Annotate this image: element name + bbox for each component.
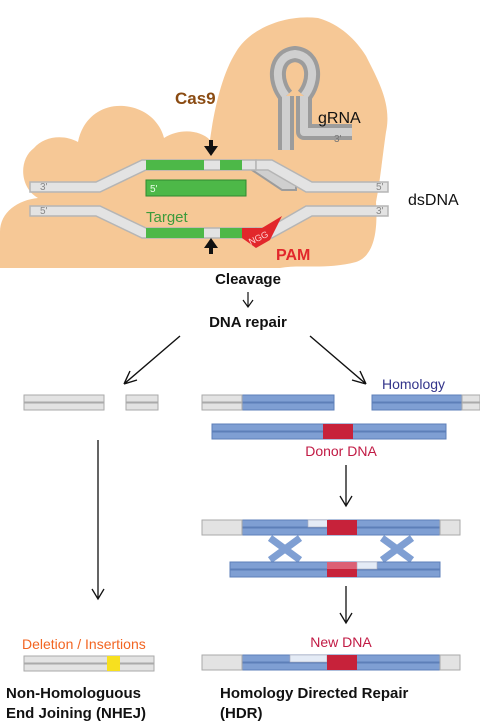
donor-insert [323,424,353,439]
prime-guide: 5' [150,184,158,195]
cut-arrow-top [204,140,218,156]
target-top-right [220,160,242,170]
hdr-target-right-top [371,394,480,403]
invasion-top-insert [327,520,357,535]
target-bottom-right [220,228,242,238]
cas9-label: Cas9 [175,89,216,108]
dna-top-strand-right [255,159,389,193]
nhej-indel [107,656,120,671]
nhej-broken-left-top [23,394,105,403]
pam-label: PAM [276,247,310,264]
crossover-left [267,535,303,563]
arrow-to-hdr [309,335,367,385]
hdr-title-line2: (HDR) [220,705,263,722]
donor-dna-label: Donor DNA [305,443,377,459]
arrow-donor-to-strand-invasion [339,465,353,508]
target-bottom-left [146,228,204,238]
hdr-target-left-gray-bottom [201,402,243,411]
target-top-left [146,160,204,170]
nhej-repaired-top [23,655,155,664]
hdr-target-right-bottom [371,402,480,411]
prime-top-right: 5' [376,182,384,193]
nhej-repaired-bottom [23,663,155,672]
deletion-insertions-label: Deletion / Insertions [22,636,146,652]
hdr-title-line1: Homology Directed Repair [220,685,409,702]
cut-arrow-bottom [204,238,218,254]
nhej-title-line2: End Joining (NHEJ) [6,705,146,722]
nhej-branch: Deletion / Insertions Non-Homologuous En… [6,394,159,722]
nhej-title-line1: Non-Homologuous [6,685,141,702]
cleavage-label: Cleavage [215,271,281,288]
pam-region [242,216,282,248]
nhej-broken-right-top [125,394,159,403]
hdr-target-left-gray-top [201,394,243,403]
invasion-top-gray-left [201,519,243,536]
hdr-branch: Homology Donor DNA New DNA [201,376,480,722]
new-dna-label: New DNA [310,634,372,650]
hdr-target-right-gray-bottom [461,402,480,411]
homology-label: Homology [382,376,445,392]
invasion-bottom-fade [327,562,357,569]
dsdna-label: dsDNA [408,192,459,209]
invasion-top-gray-right [439,519,461,536]
invasion-top-new [307,519,329,528]
grna-3prime: 3' [334,134,342,145]
cas9-complex: Cas9 gRNA 3' dsDNA Target PAM NGG 3' 5' … [0,17,459,269]
arrow-cleavage-to-repair [242,292,254,309]
dna-repair-label: DNA repair [209,314,287,331]
prime-bottom-left: 5' [40,206,48,217]
prime-bottom-right: 3' [376,206,384,217]
hdr-repaired-insert [327,655,357,670]
hdr-target-right-gray-top [461,394,480,403]
prime-top-left: 3' [40,182,48,193]
target-guide-strand [145,179,247,197]
crossover-right [379,535,415,563]
arrow-to-nhej [123,335,181,385]
hdr-repaired-gray-right [439,654,461,671]
target-label: Target [146,209,189,226]
nhej-arrow [91,440,105,601]
grna-label: gRNA [318,110,361,127]
grna-hairpin-fill [273,50,352,150]
hdr-repaired-gray-left [201,654,243,671]
nhej-broken-left-bottom [23,402,105,411]
arrow-invasion-to-new-dna [339,586,353,625]
hdr-repaired-new [289,654,328,663]
nhej-broken-right-bottom [125,402,159,411]
invasion-bottom-new [356,561,378,570]
